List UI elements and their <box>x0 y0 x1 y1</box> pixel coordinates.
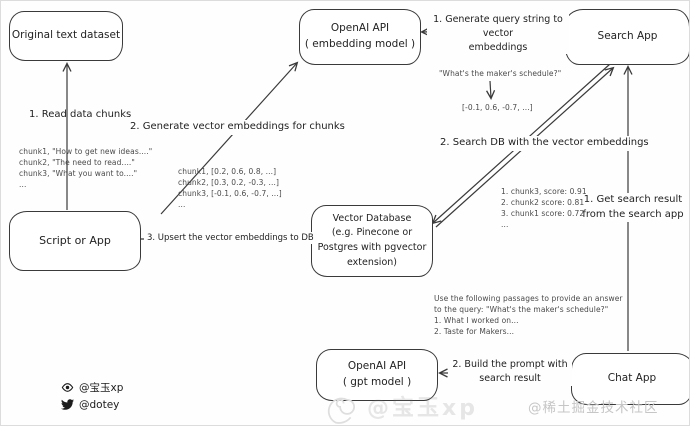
annotation-query-embedding: [-0.1, 0.6, -0.7, ...] <box>462 103 533 112</box>
generate-embeddings-arrow <box>160 61 299 215</box>
box-openai-gpt: OpenAI API ( gpt model ) <box>316 349 438 401</box>
arrow-label-query-to-vector: 1. Generate query string to vector embed… <box>427 13 569 55</box>
annotation-scores-list: 1. chunk3, score: 0.91 2. chunk2 score: … <box>501 187 587 229</box>
weibo-icon <box>61 381 74 394</box>
watermark-center: @宝玉xp <box>319 385 478 425</box>
arrow-label-generate-embeddings: 2. Generate vector embeddings for chunks <box>127 120 348 135</box>
arrow-label-read-chunks: 1. Read data chunks <box>29 109 132 120</box>
box-script-app: Script or App <box>9 211 141 271</box>
watermark-twitter-handle: @dotey <box>79 398 120 411</box>
watermark-weibo: @宝玉xp <box>61 380 123 395</box>
annotation-query-example: "What's the maker's schedule?" <box>439 69 562 78</box>
arrow-label-search-db: 2. Search DB with the vector embeddings <box>437 136 652 151</box>
watermark-weibo-handle: @宝玉xp <box>79 382 124 394</box>
annotation-chunks-list: chunk1, "How to get new ideas...." chunk… <box>19 147 153 189</box>
query-embedding-arrow <box>486 80 496 100</box>
annotation-embeddings-list: chunk1, [0.2, 0.6, 0.8, ...] chunk2, [0.… <box>178 167 282 209</box>
arrow-label-upsert: 3. Upsert the vector embeddings to DB <box>144 232 317 245</box>
watermark-twitter: @dotey <box>61 398 119 411</box>
arrow-label-build-prompt: 2. Build the prompt with search result <box>448 358 572 386</box>
annotation-prompt-text: Use the following passages to provide an… <box>434 294 623 336</box>
box-vector-database: Vector Database (e.g. Pinecone or Postgr… <box>311 205 433 277</box>
watermark-swirl-icon <box>319 385 363 425</box>
arrow-label-get-search-result: 1. Get search result from the search app <box>579 193 687 222</box>
watermark-juejin: @稀土掘金技术社区 <box>528 400 659 416</box>
watermark-center-handle: @宝玉xp <box>367 396 478 421</box>
box-openai-embedding: OpenAI API ( embedding model ) <box>299 9 421 65</box>
twitter-icon <box>61 398 74 411</box>
box-original-dataset: Original text dataset <box>9 11 123 61</box>
box-search-app: Search App <box>565 9 689 65</box>
